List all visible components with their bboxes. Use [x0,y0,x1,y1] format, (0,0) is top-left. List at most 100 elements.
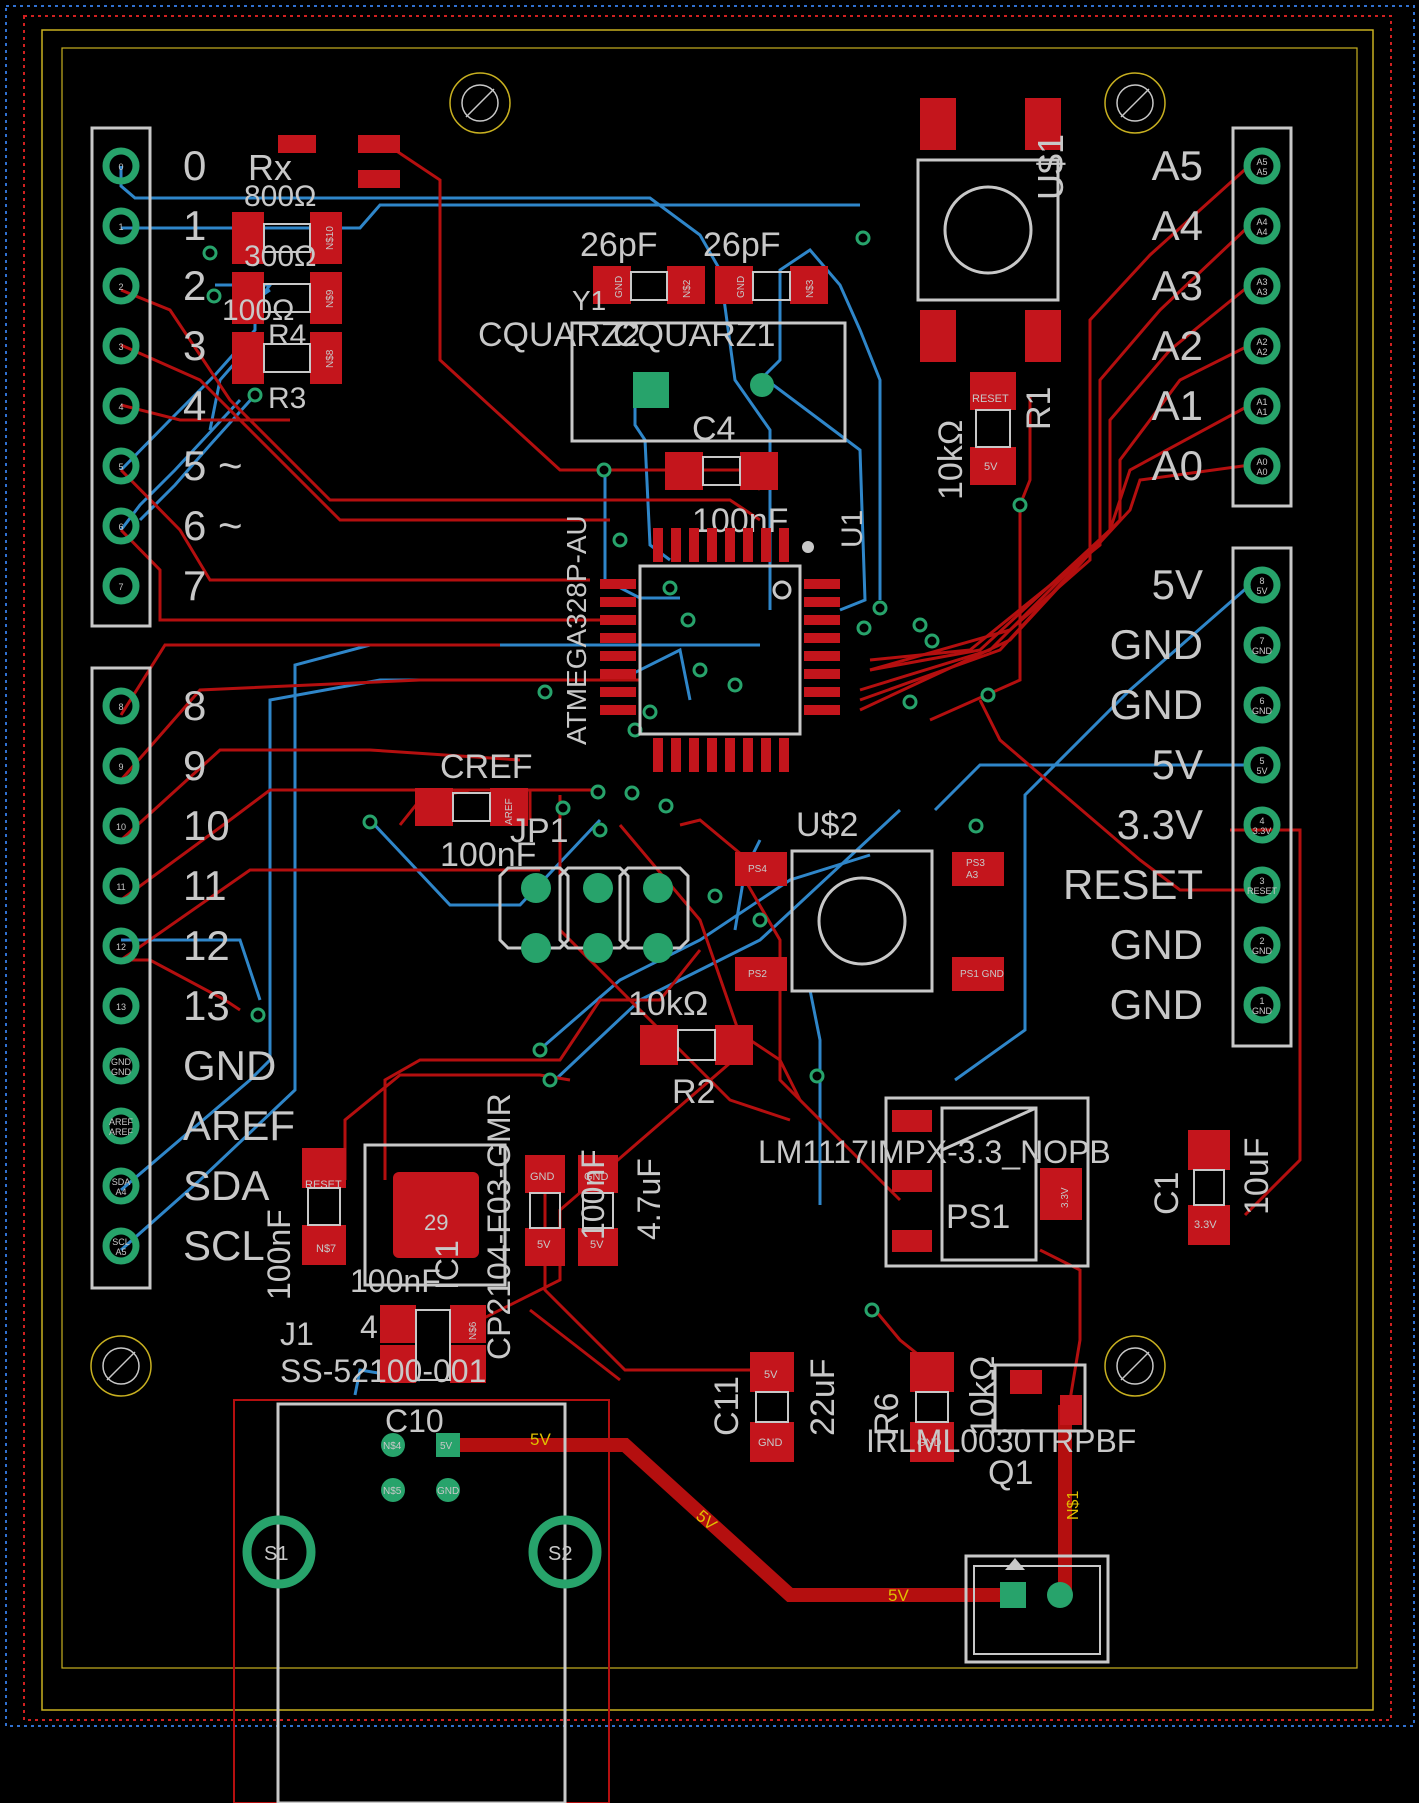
label-r2-value: 10kΩ [628,985,708,1023]
u1-pin-top [671,528,681,562]
header_digital_high-pin-label-9: A5 [115,1247,126,1257]
label-r1-value: 10kΩ [932,420,970,500]
pad-ps3: PS3 [966,858,985,869]
header_digital_low-pin-label-0: 0 [118,162,123,172]
u1-pin-top [653,528,663,562]
header_power-pin-label-5: 3 [1259,876,1264,886]
u1-pin-top [761,528,771,562]
u1-pin-left [600,687,636,697]
header_digital_high-label-8: SDA [183,1162,269,1209]
u1-pin-top [707,528,717,562]
header_power-pin-label-7: GND [1252,1006,1273,1016]
vias [202,230,1028,1318]
label-800ohm: 800Ω [244,180,316,213]
header_analog-pin-label-4: A1 [1256,407,1267,417]
header_analog-pin-label-5: A0 [1256,467,1267,477]
net-label-5v-c: 5V [888,1586,909,1605]
header_digital_high-pin-label-8: A4 [115,1187,126,1197]
header_digital_high-pin-4 [102,927,140,965]
header_digital_high-label-7: AREF [183,1102,295,1149]
u1-pin-top [689,528,699,562]
pad-5v-c7: 5V [537,1239,551,1251]
label-100ohm: 100Ω [222,294,294,327]
label-rx: Rx [248,147,292,188]
power-jumper [964,1554,1110,1664]
header_digital_low-pin-4 [102,387,140,425]
pad-5v-c11: 5V [764,1369,778,1381]
label-300ohm: 300Ω [244,240,316,273]
label-r6: R6 [868,1393,906,1436]
pad-3v3-ps1: 3.3V [1060,1187,1071,1208]
mosfet-q1: IRLML0030TRPBF Q1 [866,1363,1136,1492]
u1-pin-right [804,579,840,589]
header_digital_high-pin-label-4: 12 [116,942,126,952]
resistor-r2: 10kΩ R2 [628,985,753,1111]
header_power-pin-6 [1243,926,1281,964]
label-u1-part: ATMEGA328P-AU [561,515,592,745]
label-r4: R4 [268,319,306,352]
header_digital_low-label-2: 2 [183,262,206,309]
header_analog-pin-label-2: A3 [1256,287,1267,297]
pad-3v3-c1: 3.3V [1194,1219,1217,1231]
pad-gnd-c7: GND [530,1171,555,1183]
header_power-label-2: GND [1110,681,1203,728]
header_power-pin-label-3: 5V [1256,766,1267,776]
header_power-pin-label-2: 6 [1259,696,1264,706]
pad-5v-j1: 5V [440,1441,453,1452]
label-c4-value: 100nF [692,502,788,540]
header_power-pin-label-0: 8 [1259,576,1264,586]
u1-pin-left [600,615,636,625]
header_digital_high-pin-label-6: GND [111,1057,132,1067]
pad-ps2: PS2 [748,969,767,980]
u1-pin-bottom [653,738,663,772]
u1-pin-bottom [689,738,699,772]
header_digital_low-pin-7 [102,567,140,605]
header_digital_high-pin-label-7: AREF [109,1117,134,1127]
header_power-pin-3 [1243,746,1281,784]
header_digital_high-pin-0 [102,687,140,725]
label-q1: Q1 [988,1454,1033,1492]
header_digital_high-pin-label-5: 13 [116,1002,126,1012]
header_digital_high-pin-3 [102,867,140,905]
pad-gnd-26pf-a: GND [614,276,625,298]
capacitors-ic1: RESET N$7 100nF GND GND 5V 5V 100nF 4.7u… [261,1148,667,1439]
label-cap-26pf-b: 26pF [703,226,781,264]
capacitor-c4: C4 100nF [665,410,788,540]
header_power-pin-label-4: 4 [1259,816,1264,826]
label-r3: R3 [268,382,306,415]
u1-pin-top [779,528,789,562]
label-y1: Y1 [572,285,606,316]
u1-pin-left [600,669,636,679]
header_analog-pin-1 [1243,207,1281,245]
header_power-pin-label-7: 1 [1259,996,1264,1006]
net-label-5v-a: 5V [530,1430,551,1449]
pad-ps1-gnd: PS1 GND [960,969,1004,980]
label-lm1117: LM1117IMPX-3.3_NOPB [758,1134,1111,1170]
pad-ns2: N$2 [682,279,693,298]
header_power-pin-2 [1243,686,1281,724]
header_analog-pin-5 [1243,447,1281,485]
header_digital_high-pin-9 [102,1227,140,1265]
u1-pin-right [804,615,840,625]
header_digital_low-pin-label-6: 6 [118,522,123,532]
header_power-label-0: 5V [1152,561,1203,608]
label-s1: S1 [264,1543,288,1565]
header_digital_low-pin-label-7: 7 [118,582,123,592]
board-inner-edge [61,47,1358,1669]
header_power-label-5: RESET [1063,861,1203,908]
header_digital_high-label-0: 8 [183,682,206,729]
5v-power-trace: 5V 5V 5V N$1 [450,1405,1082,1605]
pad-ns6: N$6 [468,1321,479,1340]
header_digital_high-pin-label-1: 9 [118,762,123,772]
header_analog-pin-2 [1243,267,1281,305]
label-ic1: IC1 [429,1240,465,1290]
label-cquarz1: CQUARZ1 [613,316,775,354]
u1-pin-bottom [743,738,753,772]
header_power-label-4: 3.3V [1117,801,1203,848]
header_power-label-7: GND [1110,981,1203,1028]
header_digital_high-pin-label-9: SCL [112,1237,130,1247]
u1-pin-right [804,687,840,697]
header_power-pin-5 [1243,866,1281,904]
